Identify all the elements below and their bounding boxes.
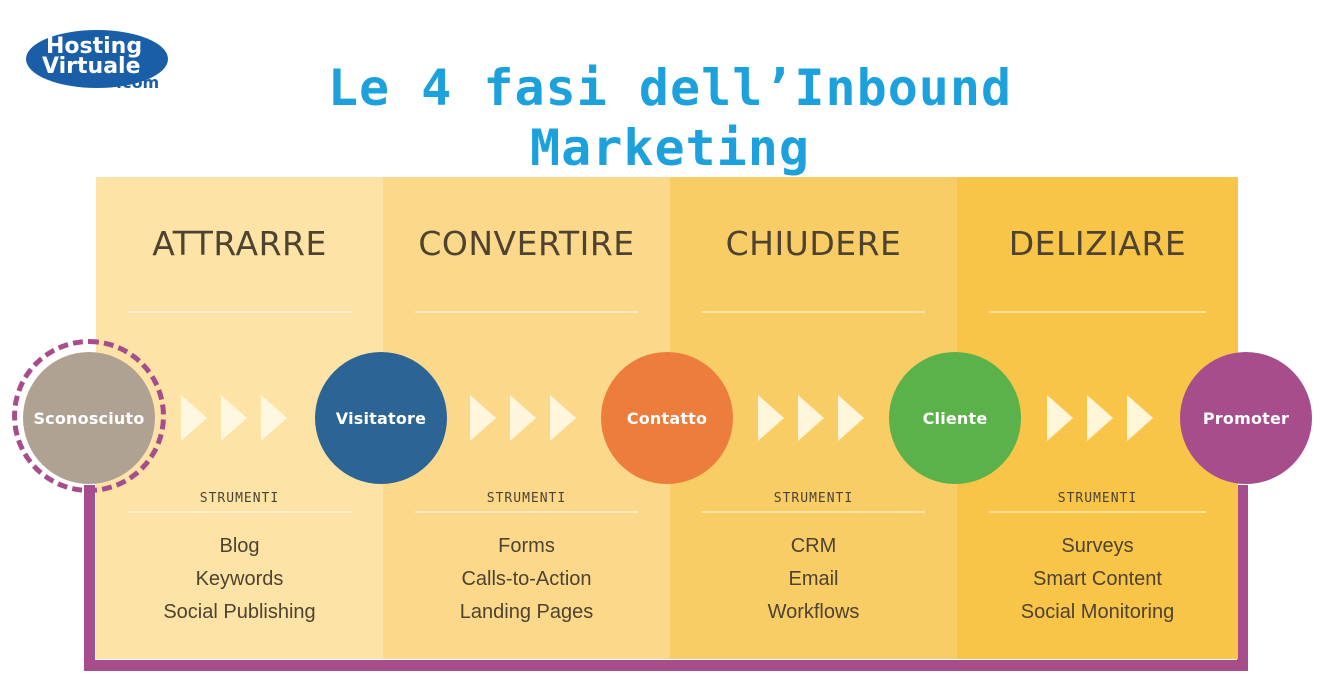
chevron-right-icon (550, 395, 576, 441)
logo-text-virtuale: Virtuale (42, 54, 141, 79)
chevron-right-icon (798, 395, 824, 441)
dashed-ring-highlight (12, 339, 166, 493)
tools-label: STRUMENTI (1057, 491, 1138, 506)
tools-divider (415, 511, 638, 513)
stage-contatto: Contatto (601, 352, 733, 484)
tool-item: Social Monitoring (1020, 601, 1175, 623)
chevron-right-icon (261, 395, 287, 441)
chevron-right-icon (1127, 395, 1153, 441)
tool-item: Keywords (195, 568, 284, 590)
logo-oval (26, 30, 168, 88)
stage-label: Sconosciuto (33, 408, 145, 428)
tool-item: Forms (498, 535, 555, 557)
logo-text-hosting: Hosting (46, 34, 143, 59)
tool-item: Landing Pages (459, 601, 594, 623)
tool-item: Blog (219, 535, 260, 557)
stage-cliente: Cliente (889, 352, 1021, 484)
stage-label: Visitatore (335, 408, 427, 428)
phase-divider (415, 311, 638, 313)
arrow-group-3 (758, 395, 864, 441)
phase-divider (989, 311, 1206, 313)
phase-divider (128, 311, 351, 313)
logo-text-com: .com (116, 73, 160, 92)
tool-item: Calls-to-Action (461, 568, 592, 590)
phase-title: CONVERTIRE (418, 224, 635, 263)
phase-title: CHIUDERE (725, 224, 902, 263)
chevron-right-icon (758, 395, 784, 441)
tools-list: Forms Calls-to-Action Landing Pages (383, 530, 670, 629)
chevron-right-icon (510, 395, 536, 441)
chevron-right-icon (1087, 395, 1113, 441)
tool-item: Email (788, 568, 839, 590)
tools-divider (128, 511, 351, 513)
phase-divider (702, 311, 925, 313)
chevron-right-icon (181, 395, 207, 441)
arrow-group-4 (1047, 395, 1153, 441)
tool-item: CRM (790, 535, 837, 557)
return-loop-connector (84, 485, 1248, 671)
arrow-group-2 (470, 395, 576, 441)
tool-item: Workflows (767, 601, 860, 623)
logo: Hosting Virtuale .com (26, 26, 174, 94)
chevron-right-icon (1047, 395, 1073, 441)
stage-promoter: Promoter (1180, 352, 1312, 484)
tools-divider (702, 511, 925, 513)
stage-sconosciuto: Sconosciuto (23, 352, 155, 484)
tools-list: Surveys Smart Content Social Monitoring (957, 530, 1238, 629)
tools-label: STRUMENTI (486, 491, 567, 506)
tools-label: STRUMENTI (199, 491, 280, 506)
stage-label: Promoter (1202, 408, 1290, 428)
stage-label: Contatto (626, 408, 708, 428)
chevron-right-icon (838, 395, 864, 441)
tool-item: Smart Content (1033, 568, 1162, 590)
chevron-right-icon (221, 395, 247, 441)
stage-visitatore: Visitatore (315, 352, 447, 484)
chevron-right-icon (470, 395, 496, 441)
arrow-group-1 (181, 395, 287, 441)
tools-label: STRUMENTI (773, 491, 854, 506)
tool-item: Surveys (1061, 535, 1134, 557)
tools-list: Blog Keywords Social Publishing (96, 530, 383, 629)
tools-list: CRM Email Workflows (670, 530, 957, 629)
phase-title: ATTRARRE (152, 224, 327, 263)
tool-item: Social Publishing (163, 601, 316, 623)
stage-label: Cliente (922, 408, 988, 428)
tools-divider (989, 511, 1206, 513)
phase-title: DELIZIARE (1008, 224, 1187, 263)
page-title: Le 4 fasi dell’Inbound Marketing (327, 59, 1013, 177)
